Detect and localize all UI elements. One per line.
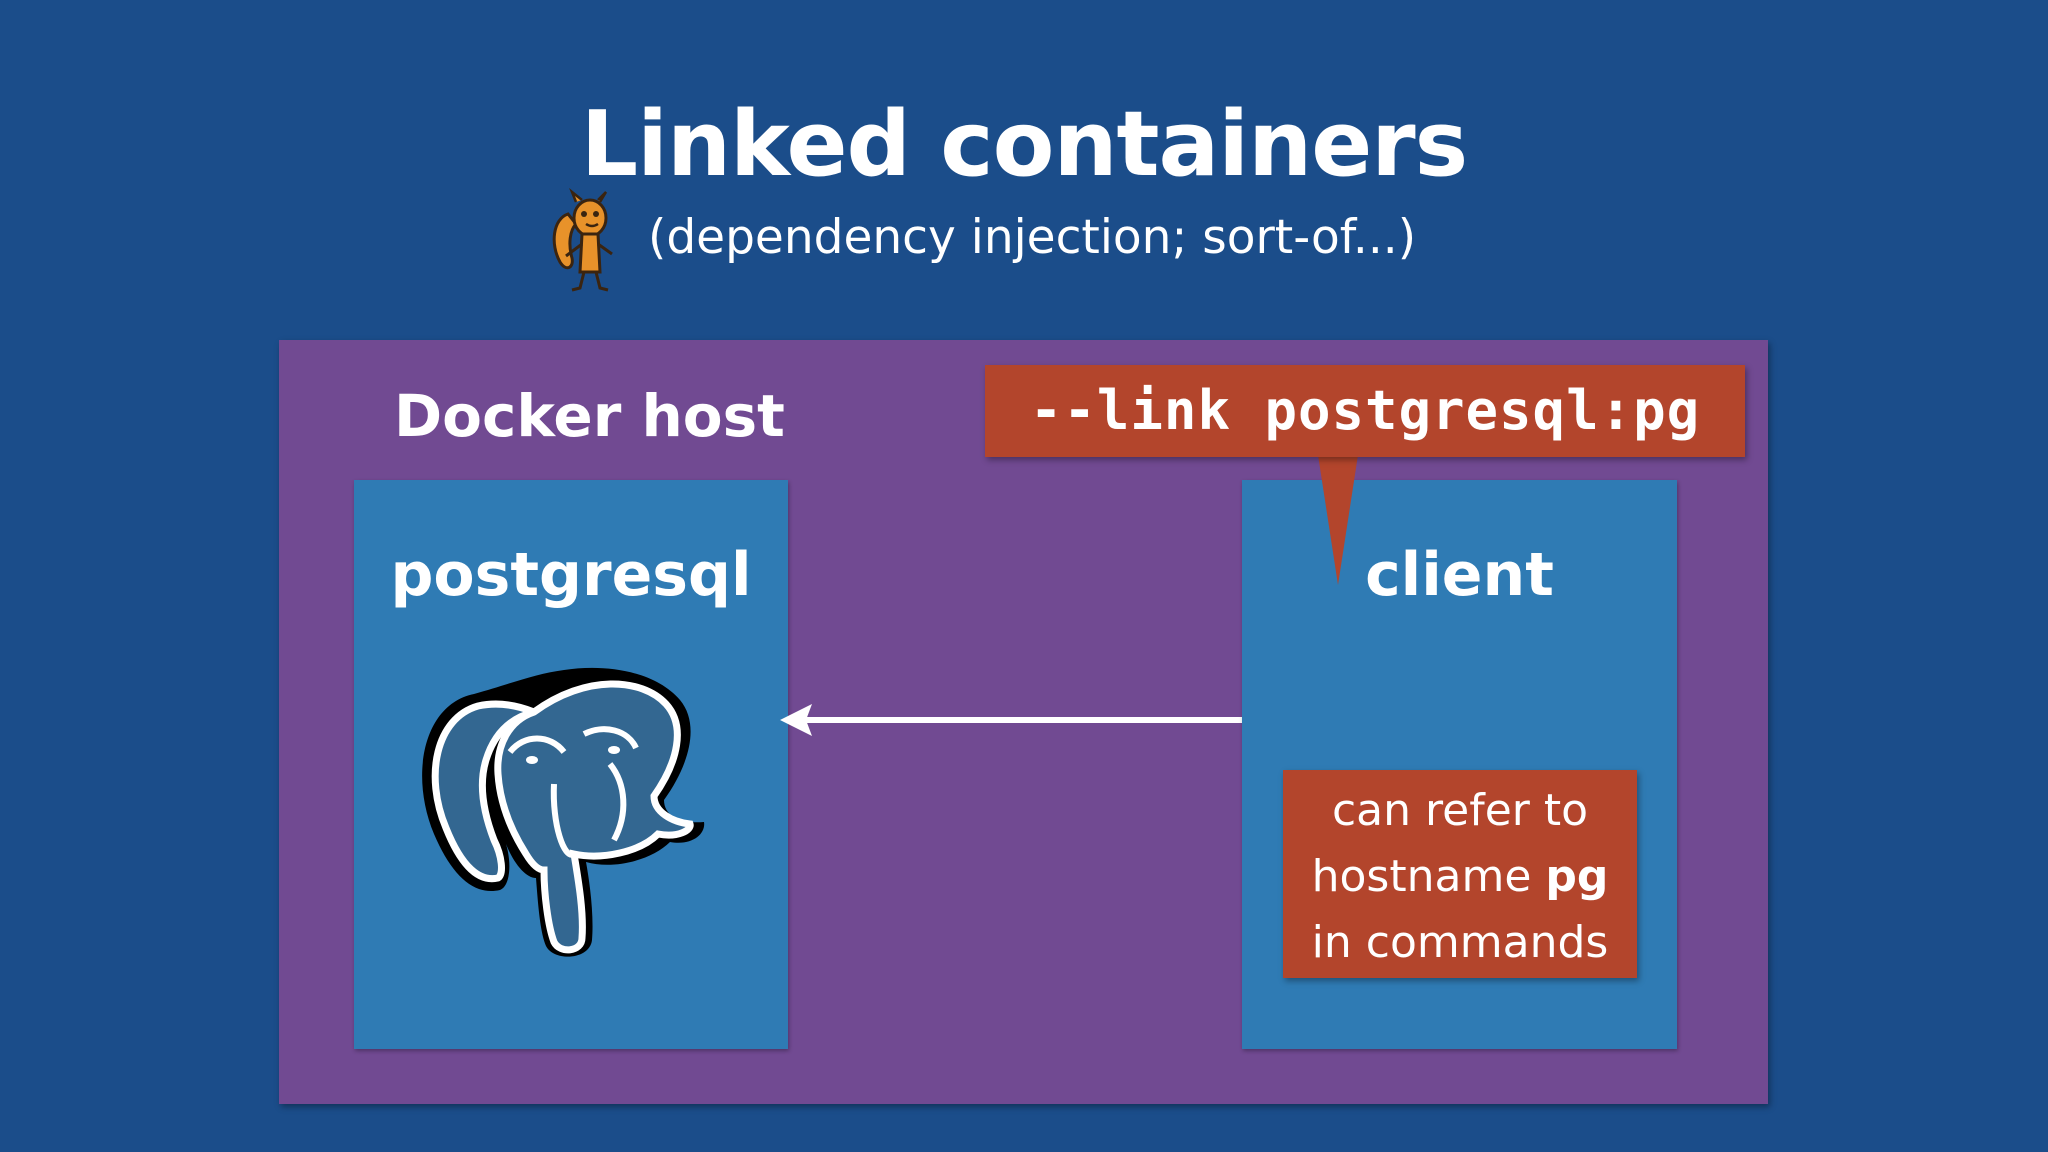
postgresql-elephant-icon	[422, 667, 705, 957]
note-line-2: hostname pg	[1283, 844, 1637, 910]
note-line-3: in commands	[1311, 917, 1609, 968]
page-subtitle: (dependency injection; sort-of...)	[648, 210, 1417, 265]
link-flag-callout: --link postgresql:pg	[985, 365, 1745, 457]
docker-host-label: Docker host	[394, 382, 785, 450]
page-title-text: Linked containers	[580, 92, 1468, 197]
mascot-icon	[552, 188, 613, 292]
note-line-2-prefix: hostname	[1311, 851, 1546, 902]
note-line-1: can refer to	[1331, 785, 1589, 836]
postgresql-container-label: postgresql	[390, 540, 752, 610]
note-hostname-bold: pg	[1545, 851, 1609, 902]
page-title: Linked containers	[0, 100, 2048, 190]
arrow-left-icon	[780, 704, 1242, 736]
client-container-label: client	[1365, 540, 1554, 610]
hostname-note: can refer to hostname pg in commands	[1283, 770, 1637, 978]
postgresql-container: postgresql	[354, 480, 788, 1049]
callout-pointer	[1318, 455, 1358, 585]
link-flag-text: --link postgresql:pg	[1029, 379, 1701, 442]
